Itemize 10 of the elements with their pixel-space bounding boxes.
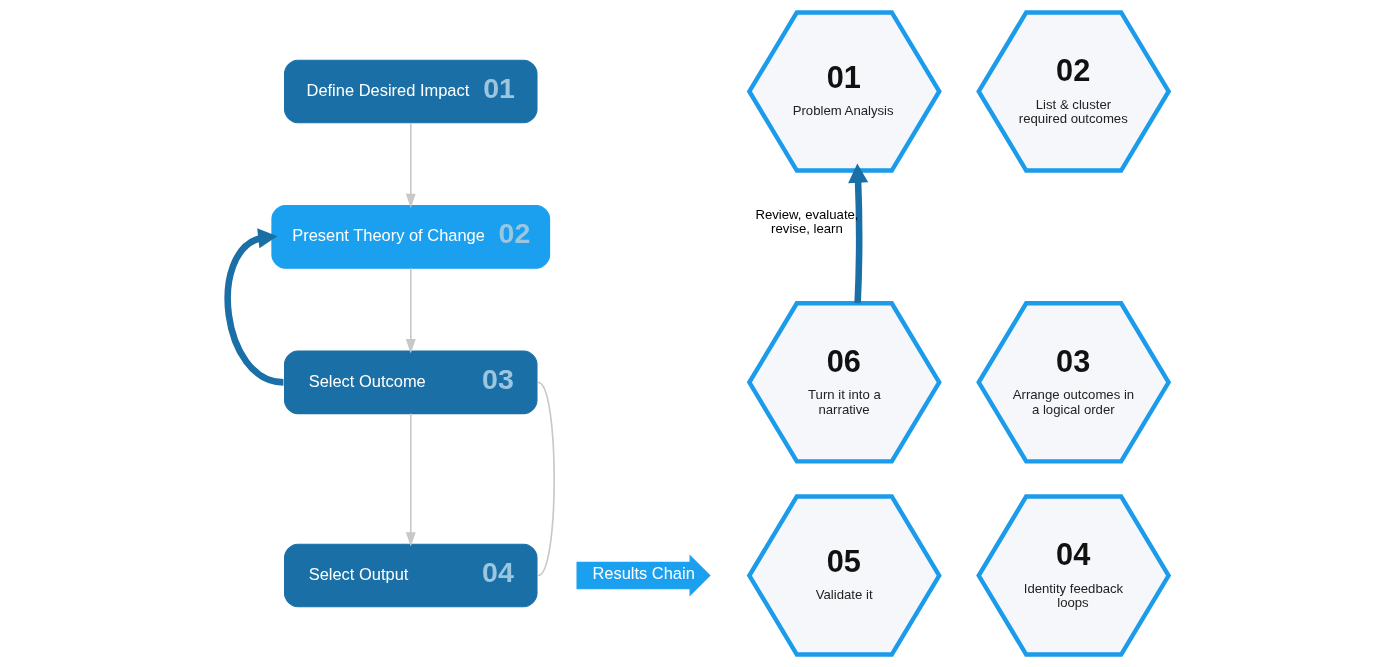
connector	[537, 381, 555, 577]
node-box: Select Output 04	[284, 543, 538, 608]
node-box: Select Outcome 03	[284, 350, 538, 415]
node-box: Define Desired Impact 01	[284, 59, 538, 124]
arrow	[848, 163, 869, 304]
arrow	[405, 122, 416, 208]
node-box: Present Theory of Change 02	[271, 205, 551, 269]
arrow	[405, 267, 416, 354]
arrow	[224, 228, 285, 386]
arrow	[405, 412, 416, 547]
